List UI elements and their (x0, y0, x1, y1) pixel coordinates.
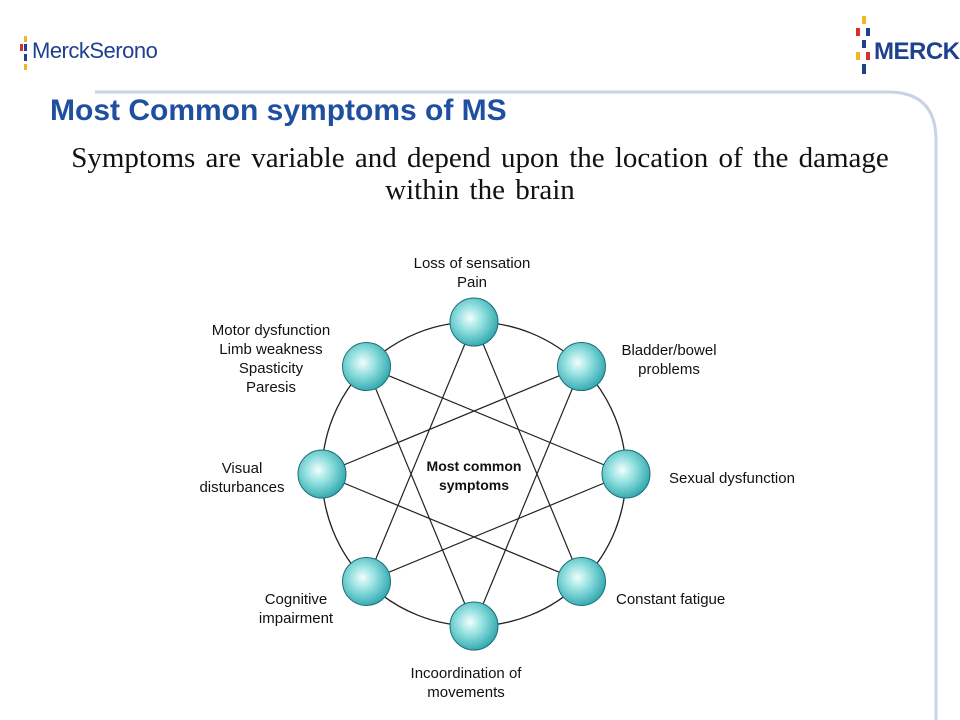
label-bladder-bowel: Bladder/bowel problems (621, 341, 716, 379)
label-incoordination: Incoordination of movements (411, 664, 522, 702)
symptom-node (556, 556, 606, 606)
label-line: Cognitive (264, 591, 328, 608)
node-circles (297, 297, 651, 651)
label-line: Incoordination of (410, 665, 522, 682)
connector-line (365, 366, 475, 627)
merck-serono-wordmark: MerckSerono (32, 38, 158, 63)
symptom-node (342, 556, 392, 606)
label-sexual-dysfunction: Sexual dysfunction (669, 469, 795, 488)
label-line: movements (427, 684, 505, 701)
label-line: Motor dysfunction (211, 322, 331, 339)
merck-logo-mark (856, 16, 870, 74)
connector-line (473, 321, 583, 582)
label-loss-of-sensation: Loss of sensation Pain (414, 254, 531, 292)
center-label: Most common symptoms (427, 457, 522, 495)
label-line: disturbances (199, 479, 285, 496)
center-label-line-2: symptoms (438, 477, 510, 493)
label-line: impairment (258, 610, 334, 627)
label-line: Paresis (245, 379, 297, 396)
slide-subtitle: Symptoms are variable and depend upon th… (71, 142, 889, 206)
label-line: Constant fatigue (616, 591, 726, 608)
label-line: Limb weakness (219, 341, 323, 358)
merck-serono-logo-mark (20, 36, 27, 70)
connector-line (366, 473, 627, 583)
center-label-line-1: Most common (426, 458, 522, 474)
connector-line (321, 473, 582, 583)
connector-line (321, 365, 582, 475)
label-line: problems (638, 361, 700, 378)
slide-title: Most Common symptoms of MS (50, 94, 507, 127)
label-line: Bladder/bowel (621, 342, 717, 359)
label-motor-dysfunction: Motor dysfunction Limb weakness Spastici… (212, 321, 330, 397)
label-line: Loss of sensation (413, 255, 531, 272)
symptom-node (342, 342, 392, 392)
label-line: Visual (221, 460, 263, 477)
connector-line (365, 321, 475, 582)
connector-line (366, 365, 627, 475)
label-line: Pain (456, 274, 488, 291)
label-cognitive-impairment: Cognitive impairment (259, 590, 333, 628)
symptom-node (449, 601, 499, 651)
label-line: Sexual dysfunction (669, 470, 795, 487)
symptom-node (297, 449, 347, 499)
label-line: Spasticity (238, 360, 304, 377)
label-visual-disturbances: Visual disturbances (199, 459, 284, 497)
merck-wordmark: MERCK (874, 38, 960, 65)
symptom-node (449, 297, 499, 347)
label-constant-fatigue: Constant fatigue (616, 590, 725, 609)
merck-logo: MERCK (852, 16, 960, 80)
connector-line (473, 366, 583, 627)
symptom-node (556, 342, 606, 392)
symptom-node (601, 449, 651, 499)
connector-lines (321, 321, 627, 627)
